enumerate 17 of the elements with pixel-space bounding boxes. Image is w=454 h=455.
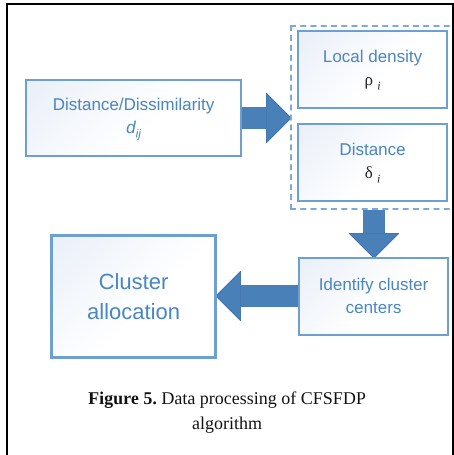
symbol-text: d$_{ij}$ bbox=[126, 117, 141, 142]
process-box bbox=[297, 123, 448, 202]
box-title: Distance bbox=[339, 138, 406, 161]
symbol-text: ρ $_{i}$ bbox=[364, 68, 381, 94]
box-title: Identify cluster centers bbox=[318, 274, 430, 318]
box-title: Local density bbox=[322, 46, 422, 68]
process-box bbox=[297, 30, 448, 109]
symbol-text: δ $_{i}$ bbox=[364, 162, 380, 186]
block-arrow bbox=[348, 210, 400, 258]
box-title: Distance/Dissimilarity bbox=[52, 94, 214, 116]
figure-caption: Figure 5. Data processing of CFSFDP algorithm bbox=[87, 387, 367, 436]
process-box bbox=[25, 79, 242, 157]
process-box bbox=[298, 257, 449, 336]
box-title: Cluster allocation bbox=[86, 268, 181, 326]
process-box bbox=[50, 234, 217, 359]
block-arrow bbox=[242, 92, 292, 144]
block-arrow bbox=[216, 270, 298, 322]
